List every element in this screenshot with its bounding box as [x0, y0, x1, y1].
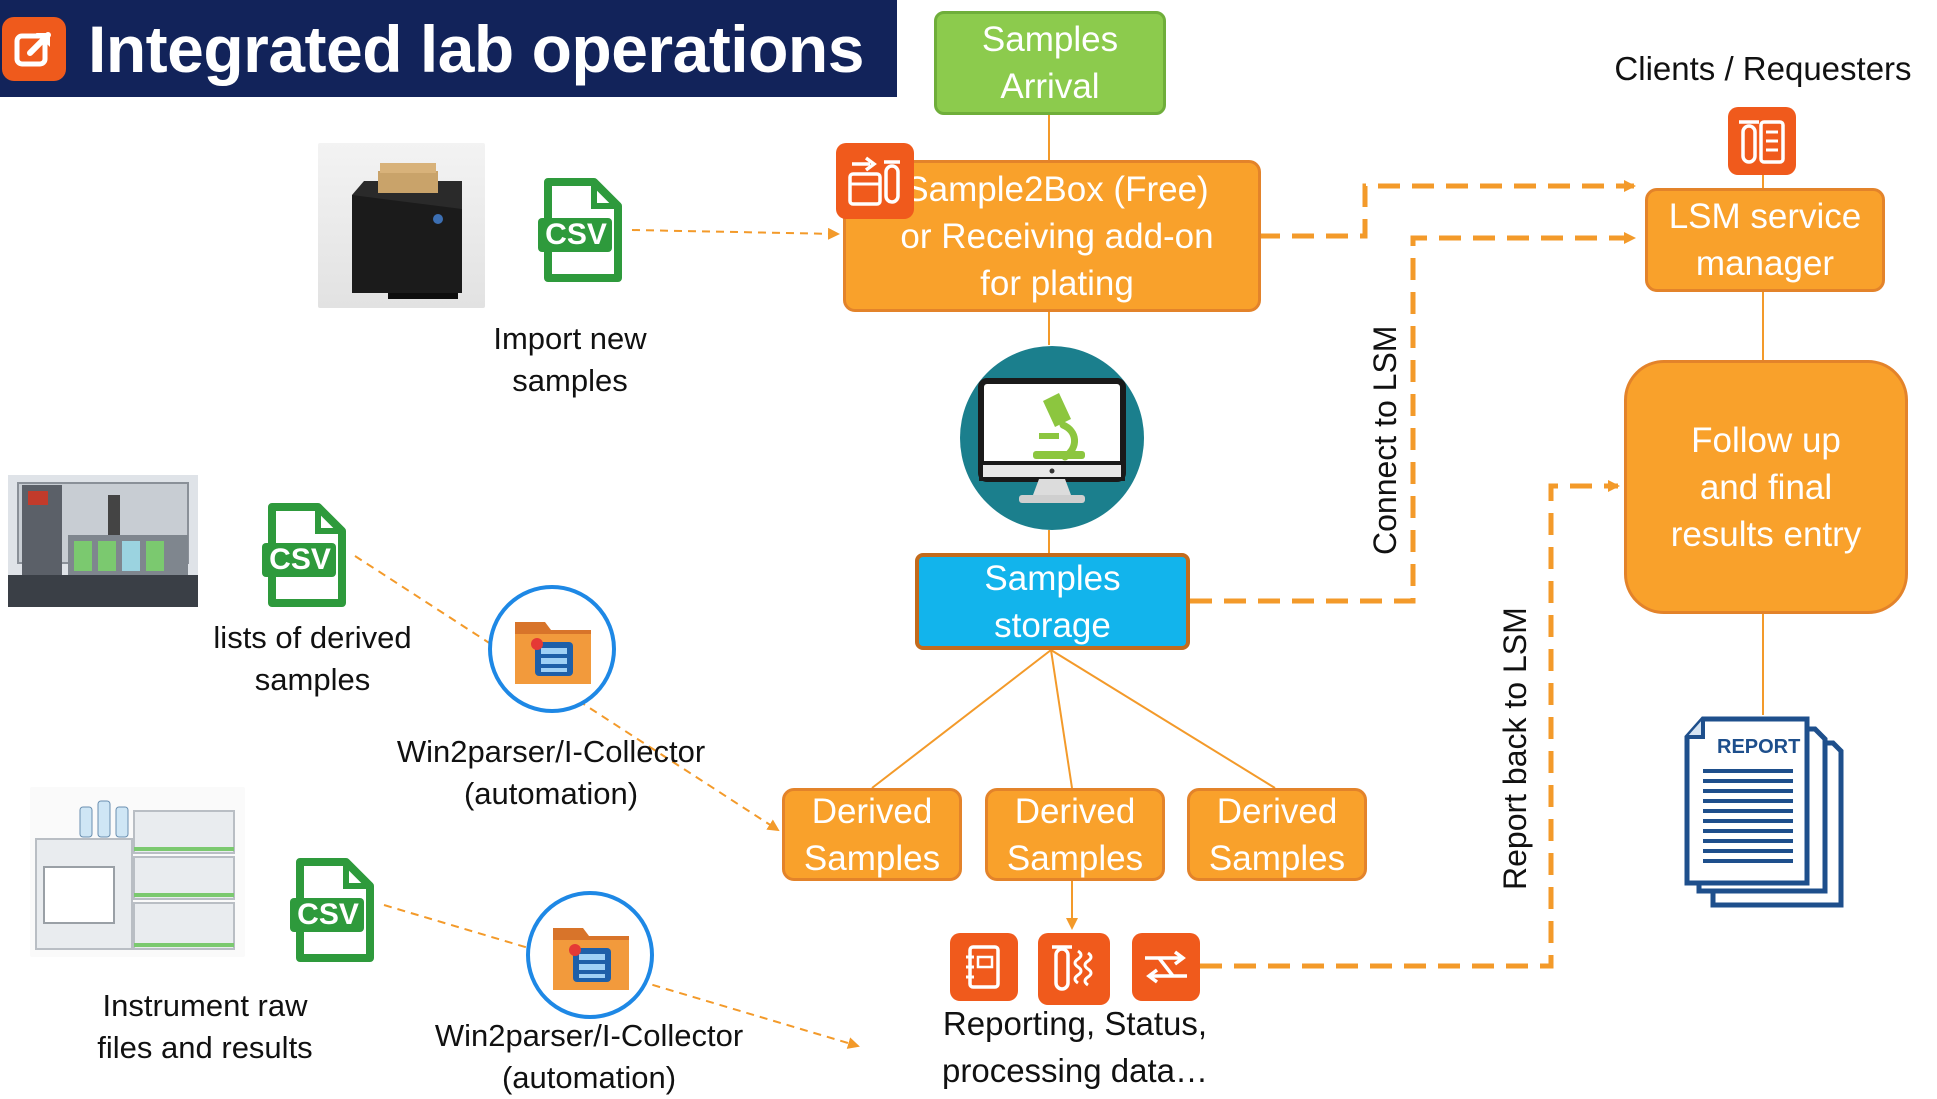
import-new-samples-label: Import new samples — [493, 321, 647, 398]
dash-import-to-box — [631, 227, 840, 240]
report-back-to-lsm-label: Report back to LSM — [1497, 607, 1533, 890]
samples-storage-node: Samples storage — [915, 553, 1190, 650]
dash-box-to-lsm — [1258, 180, 1636, 239]
derived-samples-2: Derived Samples — [985, 788, 1165, 881]
instrument-raw-label: Instrument raw files and results — [97, 988, 313, 1065]
csv-file-icon-1: CSV — [538, 178, 622, 282]
data-processing-icon — [1132, 933, 1200, 1001]
follow-up-node: Follow up and final results entry — [1624, 360, 1908, 614]
csv-file-icon-3: CSV — [290, 858, 374, 962]
report-doc-label: REPORT — [1717, 736, 1801, 758]
clients-icon — [1728, 107, 1796, 175]
csv-file-icon-2: CSV — [262, 503, 346, 607]
report-document-icon: REPORT — [1683, 715, 1853, 911]
dash-instrument-to-reporting — [383, 904, 860, 1049]
lims-monitor-icon — [959, 345, 1145, 531]
csv-label-2: CSV — [269, 543, 331, 576]
line-storage-to-derived-1 — [871, 649, 1052, 789]
line-storage-to-derived-3 — [1050, 649, 1276, 789]
win2parser-folder-icon-2 — [525, 890, 655, 1020]
instrument-image — [30, 787, 245, 957]
clients-label: Clients / Requesters — [1614, 50, 1912, 87]
derived-samples-3: Derived Samples — [1187, 788, 1367, 881]
sample2box-node: Sample2Box (Free) or Receiving add-on fo… — [843, 160, 1261, 312]
lsm-service-manager-node: LSM service manager — [1645, 188, 1885, 292]
derived-samples-1: Derived Samples — [782, 788, 962, 881]
lists-derived-samples-label: lists of derived samples — [213, 620, 412, 697]
page-title: Integrated lab operations — [88, 11, 864, 86]
reporting-label: Reporting, Status, processing data… — [942, 1005, 1208, 1089]
samples-arrival-box: Samples Arrival — [934, 11, 1166, 115]
plate-reader-image — [318, 143, 485, 308]
box-plating-icon — [836, 143, 914, 219]
win2parser-label-2: Win2parser/I-Collector (automation) — [434, 1018, 744, 1095]
samples-status-icon — [1038, 933, 1110, 1005]
line-storage-to-derived-2 — [1050, 649, 1073, 789]
csv-label-3: CSV — [297, 898, 359, 931]
liquid-handler-image — [8, 475, 198, 607]
title-bar: Integrated lab operations — [0, 0, 897, 97]
external-link-icon — [2, 16, 66, 81]
win2parser-folder-icon-1 — [487, 584, 617, 714]
csv-label-1: CSV — [545, 218, 607, 251]
dash-reporting-to-followup — [1200, 480, 1620, 969]
connect-to-lsm-label: Connect to LSM — [1367, 325, 1403, 555]
win2parser-label-1: Win2parser/I-Collector (automation) — [396, 734, 706, 811]
notebook-icon — [950, 933, 1018, 1001]
dash-storage-to-lsm — [1190, 232, 1636, 604]
